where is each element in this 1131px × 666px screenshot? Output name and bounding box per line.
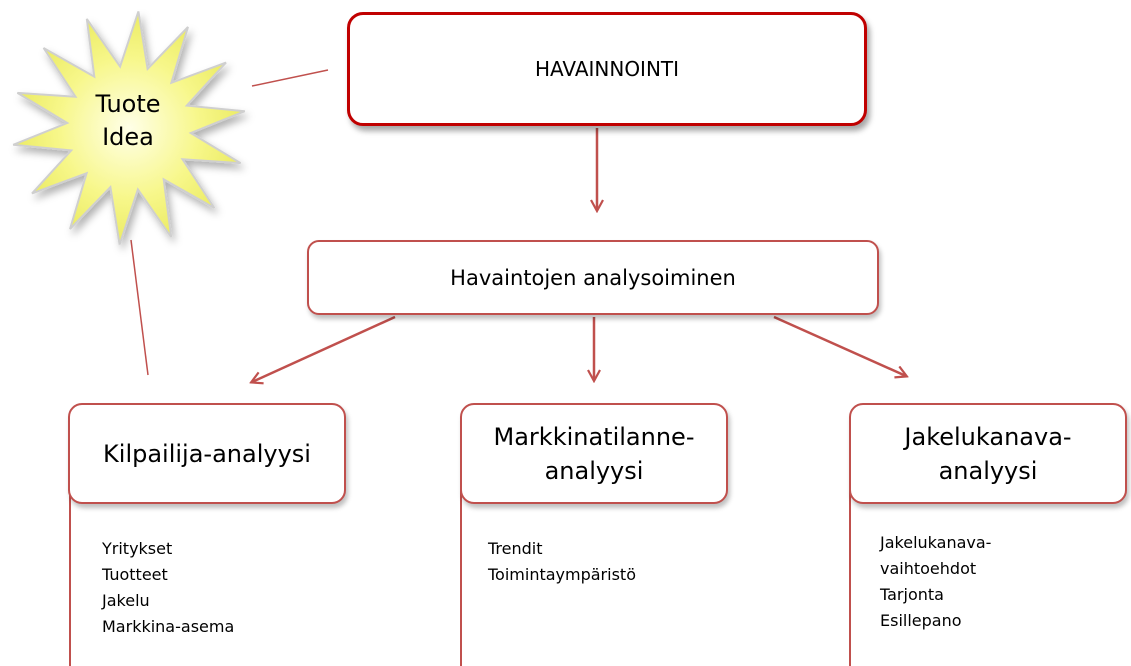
analysis-label: Havaintojen analysoiminen	[450, 265, 736, 290]
market-items: Trendit Toimintaympäristö	[488, 536, 636, 588]
star-connector-down	[130, 239, 149, 376]
arrow-analysis-to-channel	[773, 315, 906, 376]
list-item: Tarjonta	[880, 585, 944, 604]
list-item: Esillepano	[880, 611, 962, 630]
observation-label: HAVAINNOINTI	[534, 57, 680, 81]
idea-star-label: Tuote Idea	[78, 88, 178, 154]
competitor-analysis-box: Kilpailija-analyysi	[68, 403, 346, 504]
competitor-items: Yritykset Tuotteet Jakelu Markkina-asema	[102, 536, 234, 640]
list-item: vaihtoehdot	[880, 559, 977, 578]
market-analysis-title-line-1: Markkinatilanne-	[493, 422, 695, 451]
idea-starburst	[12, 11, 246, 245]
list-item: Tuotteet	[102, 565, 168, 584]
market-analysis-title-line-2: analyysi	[544, 456, 644, 485]
channel-analysis-title-line-1: Jakelukanava-	[904, 422, 1072, 451]
channel-analysis-title-line-2: analyysi	[938, 456, 1038, 485]
market-analysis-box: Markkinatilanne- analyysi	[460, 403, 728, 504]
list-item: Yritykset	[102, 539, 173, 558]
idea-star-line-2: Idea	[102, 123, 154, 151]
analysis-box: Havaintojen analysoiminen	[307, 240, 879, 315]
arrow-analysis-to-competitor	[252, 315, 396, 382]
list-item: Markkina-asema	[102, 617, 235, 636]
star-connector-right	[251, 69, 329, 87]
observation-box: HAVAINNOINTI	[347, 12, 867, 126]
competitor-analysis-title: Kilpailija-analyysi	[103, 439, 311, 468]
channel-analysis-box: Jakelukanava- analyysi	[849, 403, 1127, 504]
idea-star-line-1: Tuote	[95, 90, 161, 118]
channel-items: Jakelukanava- vaihtoehdot Tarjonta Esill…	[880, 530, 991, 634]
list-item: Jakelukanava-	[880, 533, 992, 552]
list-item: Jakelu	[102, 591, 150, 610]
list-item: Trendit	[488, 539, 543, 558]
list-item: Toimintaympäristö	[488, 565, 636, 584]
